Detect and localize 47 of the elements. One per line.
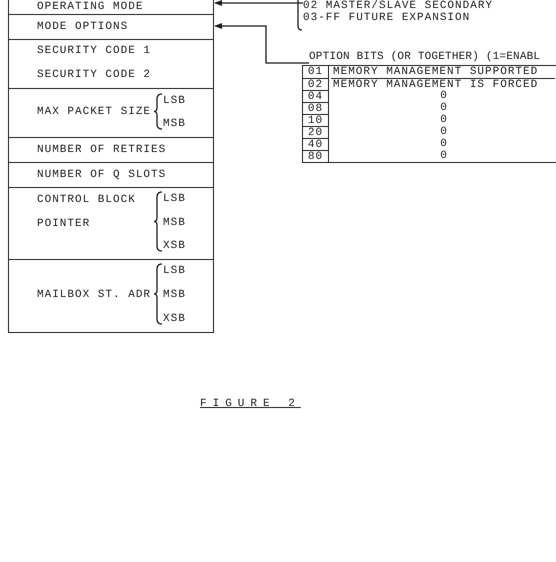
table-cell-text: 0 xyxy=(439,138,449,150)
field-label: MAILBOX ST. ADR xyxy=(37,289,152,301)
byte-label: MSB xyxy=(163,289,186,301)
table-cell-text: 0 xyxy=(439,90,449,102)
record-field-box xyxy=(8,137,214,163)
record-field-box xyxy=(8,187,214,260)
byte-label: XSB xyxy=(163,313,186,325)
table-heading: OPTION BITS (OR TOGETHER) (1=ENABL xyxy=(309,51,540,63)
record-field-box xyxy=(8,0,214,15)
table-cell-text: MEMORY MANAGEMENT SUPPORTED xyxy=(332,66,540,78)
field-label: CONTROL BLOCK POINTER xyxy=(37,193,137,232)
byte-label: LSB xyxy=(163,95,186,107)
arrow xyxy=(214,0,303,6)
field-label: OPERATING MODE xyxy=(37,1,144,13)
record-field-box xyxy=(8,259,214,333)
field-label: MODE OPTIONS xyxy=(37,21,128,33)
field-label: SECURITY CODE 2 xyxy=(37,69,152,81)
table-cell-text: 0 xyxy=(439,150,449,162)
record-field-box xyxy=(8,162,214,188)
byte-label: LSB xyxy=(163,193,186,205)
byte-label: LSB xyxy=(163,265,186,277)
note-text: 02 MASTER/SLAVE SECONDARY xyxy=(303,0,494,12)
table-cell: 08 xyxy=(303,102,329,114)
table-cell: 20 xyxy=(303,126,329,138)
table-cell: 02 xyxy=(303,78,329,90)
field-label: MAX PACKET SIZE xyxy=(37,106,152,118)
table-cell: 04 xyxy=(303,90,329,102)
figure-caption: FIGURE 2 xyxy=(200,398,301,410)
arrow xyxy=(214,23,309,64)
field-label: SECURITY CODE 1 xyxy=(37,45,152,57)
table-cell-text: 0 xyxy=(439,102,449,114)
table-cell-text: 0 xyxy=(439,114,449,126)
table-cell: MEMORY MANAGEMENT IS FORCED xyxy=(331,78,555,90)
table-cell: 40 xyxy=(303,138,329,150)
record-field-box xyxy=(8,88,214,138)
byte-label: MSB xyxy=(163,217,186,229)
byte-label: MSB xyxy=(163,118,186,130)
note-text: 03-FF FUTURE EXPANSION xyxy=(303,12,470,24)
table-cell-text: 0 xyxy=(439,126,449,138)
table-cell: 80 xyxy=(303,150,329,162)
field-label: NUMBER OF Q SLOTS xyxy=(37,169,166,181)
byte-label: XSB xyxy=(163,240,186,252)
record-field-box xyxy=(8,39,214,89)
table-cell: 01 xyxy=(303,66,329,78)
field-label: NUMBER OF RETRIES xyxy=(37,144,166,156)
table-cell: 10 xyxy=(303,114,329,126)
record-field-box xyxy=(8,14,214,40)
